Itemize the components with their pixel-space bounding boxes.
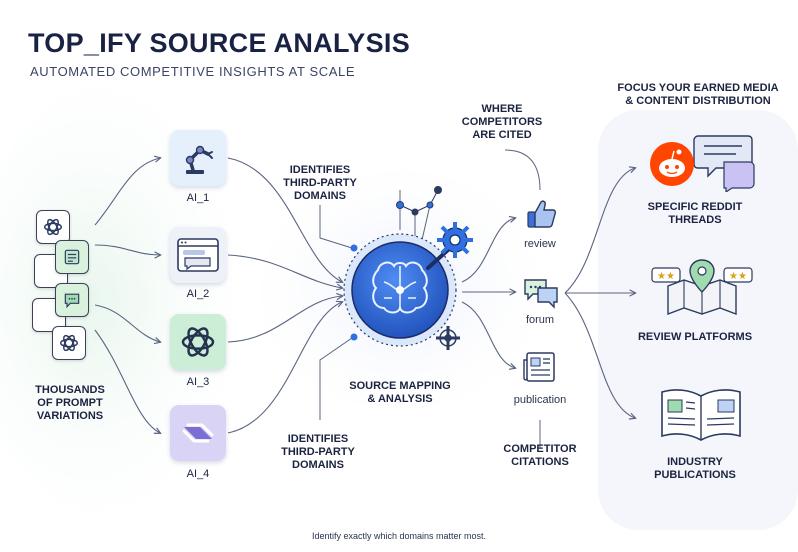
source-publication-label: publication — [513, 394, 567, 406]
open-book-icon — [661, 389, 741, 441]
source-to-output-connectors — [564, 168, 635, 418]
network-nodes-icon — [396, 186, 442, 216]
brain-analysis-icon — [343, 233, 457, 347]
industry-publications-label: INDUSTRY PUBLICATIONS — [654, 456, 736, 481]
ai-model-1-card[interactable] — [170, 130, 226, 186]
page-subtitle: AUTOMATED COMPETITIVE INSIGHTS AT SCALE — [30, 64, 356, 79]
focus-earned-media-label: FOCUS YOUR EARNED MEDIA & CONTENT DISTRI… — [617, 82, 779, 107]
annotation-leaders — [319, 149, 541, 448]
prompt-variations-label: THOUSANDS OF PROMPT VARIATIONS — [35, 384, 105, 422]
ai-model-2-card[interactable] — [170, 227, 226, 283]
where-cited-label: WHERE COMPETITORS ARE CITED — [461, 103, 543, 141]
reddit-threads-label: SPECIFIC REDDIT THREADS — [647, 201, 743, 226]
ai-model-4-label: AI_4 — [186, 468, 210, 480]
prompt-card-openai-2 — [52, 326, 86, 360]
map-review-icon: ★★ ★★ — [651, 259, 753, 316]
ai-model-3-label: AI_3 — [186, 376, 210, 388]
prompt-card-document — [55, 240, 89, 274]
identifies-domains-bottom-label: IDENTIFIES THIRD-PARTY DOMAINS — [281, 433, 355, 471]
thumbs-up-icon — [527, 200, 557, 228]
prompt-card-openai — [36, 210, 70, 244]
reddit-icon — [650, 135, 755, 192]
page-title: TOP_IFY SOURCE ANALYSIS — [28, 28, 410, 58]
openai-logo-icon — [60, 334, 78, 352]
ai-model-2-label: AI_2 — [186, 288, 210, 300]
document-lines-icon — [64, 249, 80, 265]
review-platforms-label: REVIEW PLATFORMS — [637, 331, 753, 343]
source-forum-label: forum — [525, 314, 555, 326]
chat-bubbles-icon — [524, 279, 558, 309]
ai-model-1-label: AI_1 — [186, 192, 210, 204]
robot-arm-icon — [185, 145, 213, 174]
chat-bubble-icon — [64, 293, 80, 309]
ai-model-3-card[interactable] — [170, 314, 226, 370]
identifies-domains-top-label: IDENTIFIES THIRD-PARTY DOMAINS — [283, 164, 357, 202]
newspaper-icon — [523, 352, 555, 382]
brain-to-source-connectors — [461, 218, 515, 368]
source-review-label: review — [524, 238, 556, 250]
small-gear-icon — [436, 326, 460, 350]
footer-tagline: Identify exactly which domains matter mo… — [311, 531, 487, 541]
prompt-card-chat — [55, 283, 89, 317]
gear-icon — [437, 222, 473, 258]
ai-to-brain-connectors — [227, 157, 342, 434]
svg-text:★★: ★★ — [729, 271, 747, 282]
prompt-to-ai-connectors — [94, 158, 160, 433]
ai-model-4-card[interactable] — [170, 405, 226, 461]
chat-window-icon — [177, 238, 219, 272]
competitor-citations-label: COMPETITOR CITATIONS — [503, 443, 577, 468]
openai-logo-icon — [181, 327, 215, 357]
ribbon-logo-icon — [182, 423, 214, 443]
svg-text:★★: ★★ — [657, 271, 675, 282]
openai-logo-icon — [44, 218, 62, 236]
source-mapping-label: SOURCE MAPPING & ANALYSIS — [349, 380, 451, 405]
